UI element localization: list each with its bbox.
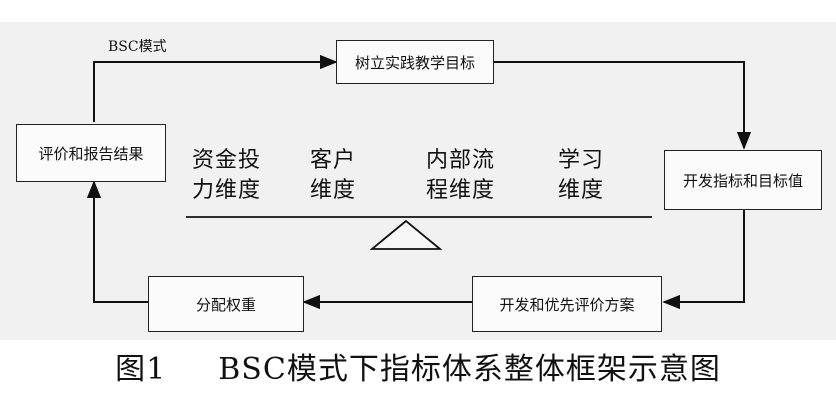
dimension-customer-line1: 客户 bbox=[310, 148, 357, 173]
dimension-learning-line1: 学习 bbox=[558, 148, 605, 173]
dimension-capital-line1: 资金投 bbox=[192, 148, 262, 173]
arrow-report-to-goal bbox=[93, 54, 338, 122]
dimension-capital: 资金投 力维度 bbox=[192, 146, 261, 206]
arrow-goal-to-indicators bbox=[494, 61, 752, 150]
caption-number: 图1 bbox=[115, 352, 167, 387]
arrow-weights-to-report bbox=[86, 180, 148, 303]
node-indicators: 开发指标和目标值 bbox=[664, 150, 822, 210]
dimension-internal-process-line1: 内部流 bbox=[426, 148, 496, 173]
dimension-internal-process-line2: 程维度 bbox=[426, 178, 496, 203]
arrow-indicators-to-plan bbox=[662, 210, 745, 310]
dimension-learning: 学习 维度 bbox=[558, 146, 604, 206]
node-weights: 分配权重 bbox=[148, 276, 304, 332]
dimension-internal-process: 内部流 程维度 bbox=[426, 146, 495, 206]
caption-title: BSC模式下指标体系整体框架示意图 bbox=[218, 352, 721, 387]
fulcrum-triangle bbox=[369, 219, 443, 250]
node-report: 评价和报告结果 bbox=[16, 124, 166, 182]
dimension-learning-line2: 维度 bbox=[558, 178, 605, 203]
dimension-customer: 客户 维度 bbox=[310, 146, 356, 206]
edge-label-bsc: BSC模式 bbox=[108, 39, 167, 55]
node-plan: 开发和优先评价方案 bbox=[472, 276, 662, 332]
figure-caption: 图1 BSC模式下指标体系整体框架示意图 bbox=[0, 344, 836, 388]
dimension-capital-line2: 力维度 bbox=[192, 178, 262, 203]
node-goal: 树立实践教学目标 bbox=[336, 40, 494, 84]
dimension-customer-line2: 维度 bbox=[310, 178, 357, 203]
